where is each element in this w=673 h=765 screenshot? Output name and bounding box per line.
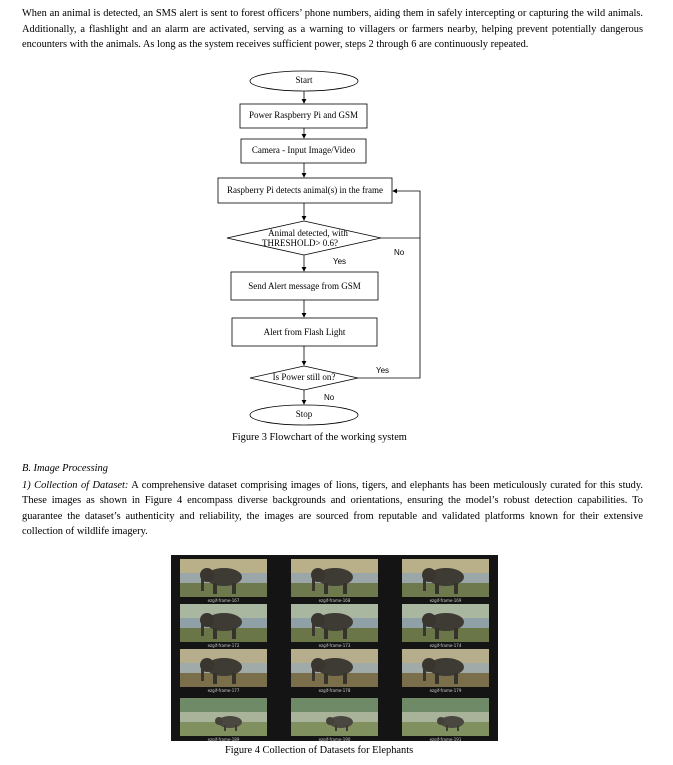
dataset-thumbnail — [402, 559, 489, 597]
dataset-thumbnail — [291, 604, 378, 642]
dataset-thumbnail — [180, 698, 267, 736]
camera-label: Camera - Input Image/Video — [251, 145, 356, 155]
dataset-thumbnail — [180, 559, 267, 597]
power-question-label: Is Power still on? — [272, 372, 336, 382]
dataset-thumbnail-label: ezgif-frame-179 — [429, 688, 462, 693]
intro-paragraph: When an animal is detected, an SMS alert… — [22, 8, 643, 51]
dataset-thumbnail — [402, 604, 489, 642]
dataset-thumbnail-label: ezgif-frame-189 — [207, 737, 240, 742]
dataset-thumbnail — [291, 649, 378, 687]
section-heading: B. Image Processing — [22, 463, 108, 474]
yes-label-2: Yes — [376, 366, 390, 375]
flash-label: Alert from Flash Light — [263, 327, 346, 337]
dataset-thumbnail — [291, 559, 378, 597]
stop-terminal — [249, 404, 359, 426]
dataset-item-label: 1) Collection of Dataset: — [22, 480, 129, 491]
dataset-thumbnail-label: ezgif-frame-169 — [429, 598, 462, 603]
dataset-thumbnail-label: ezgif-frame-190 — [318, 737, 351, 742]
flash-box — [231, 317, 378, 347]
no-label-1: No — [394, 248, 405, 257]
start-label: Start — [295, 75, 313, 85]
dataset-thumbnail-label: ezgif-frame-168 — [318, 598, 351, 603]
stop-label: Stop — [295, 409, 313, 419]
dataset-item-text: A comprehensive dataset comprising image… — [22, 480, 643, 537]
power-label: Power Raspberry Pi and GSM — [249, 110, 358, 120]
sms-box — [230, 271, 379, 301]
dataset-thumbnail-label: ezgif-frame-191 — [429, 737, 462, 742]
dataset-thumbnail-label: ezgif-frame-178 — [318, 688, 351, 693]
power-box — [239, 103, 368, 129]
flowchart — [217, 70, 421, 426]
dataset-thumbnail-label: ezgif-frame-172 — [207, 643, 240, 648]
dataset-thumbnail — [402, 698, 489, 736]
dataset-thumbnail-label: ezgif-frame-167 — [207, 598, 240, 603]
dataset-item: 1) Collection of Dataset: A comprehensiv… — [22, 478, 643, 539]
detect-label: Raspberry Pi detects animal(s) in the fr… — [227, 185, 383, 195]
threshold-label-line1: Animal detected, with — [268, 228, 348, 238]
dataset-thumbnail-label: ezgif-frame-177 — [207, 688, 240, 693]
camera-box — [240, 138, 367, 164]
dataset-thumbnail — [291, 698, 378, 736]
sms-label: Send Alert message from GSM — [248, 281, 361, 291]
dataset-thumbnail — [180, 604, 267, 642]
dataset-thumbnail — [402, 649, 489, 687]
dataset-image-grid: ezgif-frame-167 ezgif-frame-168 ezgif-fram… — [171, 555, 498, 742]
dataset-thumbnail-label: ezgif-frame-174 — [429, 643, 462, 648]
dataset-thumbnail — [180, 649, 267, 687]
yes-label-1: Yes — [333, 257, 347, 266]
figure3-caption: Figure 3 Flowchart of the working system — [232, 432, 407, 443]
detect-box — [217, 177, 393, 204]
threshold-label-line2: THRESHOLD> 0.6? — [261, 238, 339, 248]
dataset-thumbnail-label: ezgif-frame-173 — [318, 643, 351, 648]
no-label-2: No — [324, 393, 335, 402]
figure4-caption: Figure 4 Collection of Datasets for Elep… — [225, 745, 414, 756]
